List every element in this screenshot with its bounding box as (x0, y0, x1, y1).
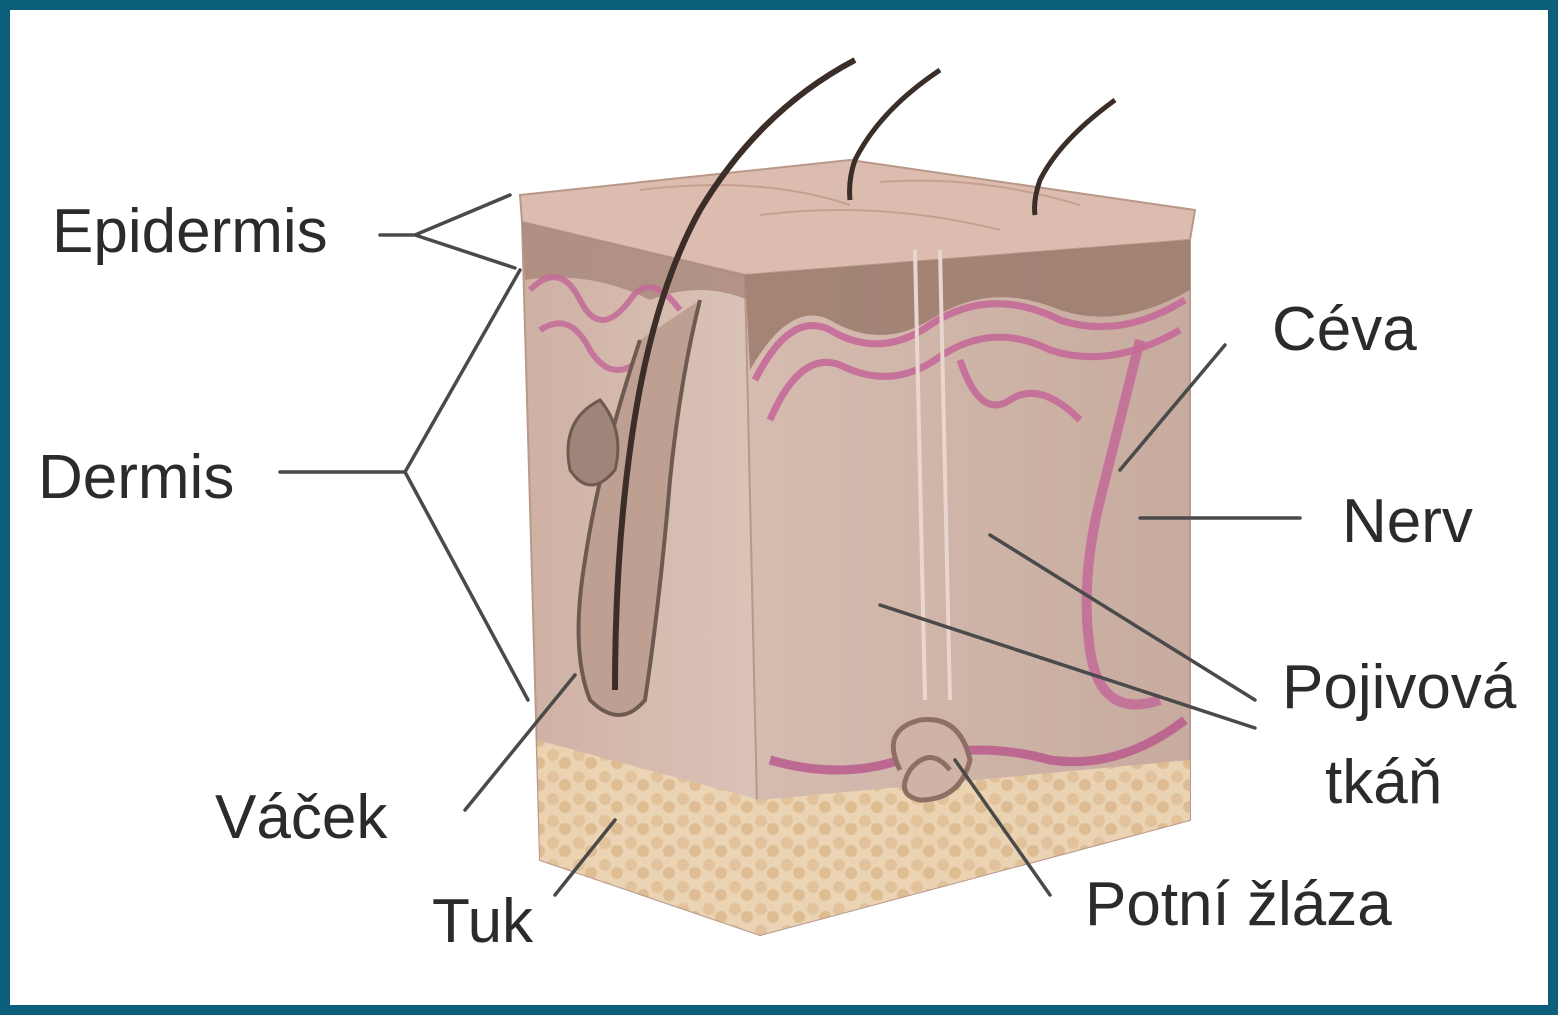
label-epidermis: Epidermis (52, 197, 328, 266)
sweat-gland-coil (893, 720, 970, 801)
label-tuk: Tuk (432, 887, 534, 956)
label-ceva: Céva (1272, 295, 1417, 364)
diagram-frame: Epidermis Dermis Váček Tuk Céva Nerv Poj… (10, 10, 1548, 1005)
label-dermis: Dermis (38, 443, 234, 512)
label-vacek: Váček (215, 783, 388, 852)
label-potni-zlaza: Potní žláza (1085, 870, 1392, 939)
label-pojivova-line2: tkáň (1325, 748, 1442, 817)
leader-dermis (280, 270, 528, 700)
label-nerv: Nerv (1342, 487, 1473, 556)
label-pojivova-line1: Pojivová (1282, 653, 1517, 722)
leader-epidermis (380, 195, 515, 268)
skin-cross-section-diagram: Epidermis Dermis Váček Tuk Céva Nerv Poj… (10, 10, 1548, 1005)
